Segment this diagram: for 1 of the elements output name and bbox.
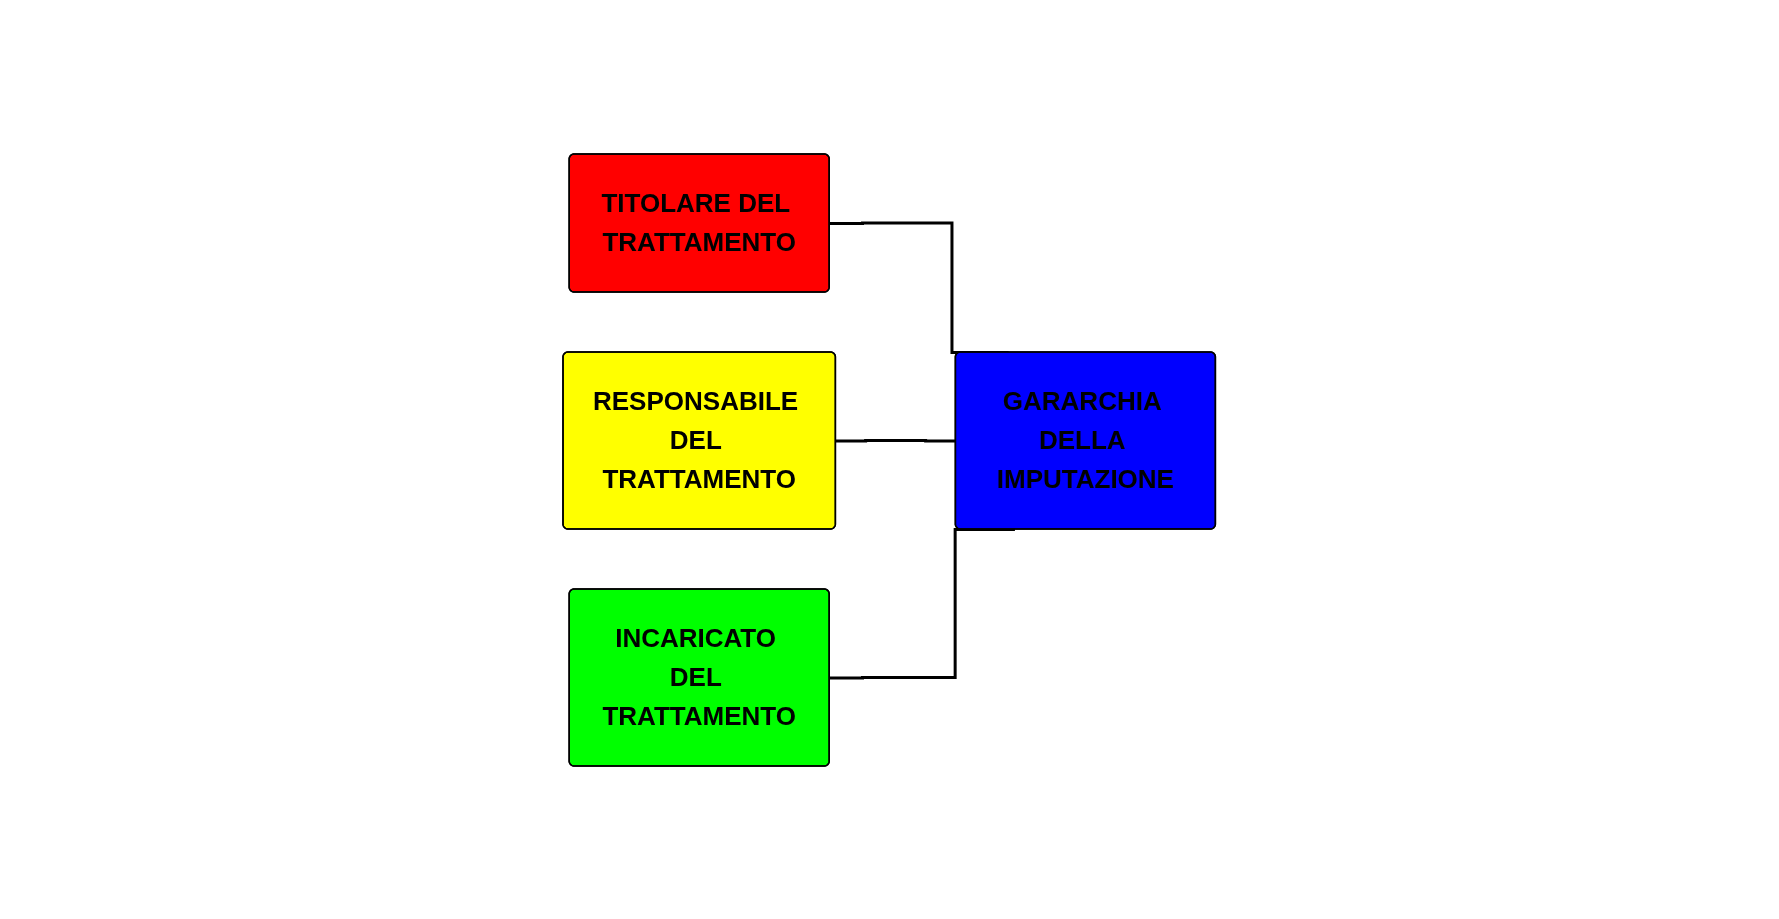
connector (830, 527, 1016, 679)
